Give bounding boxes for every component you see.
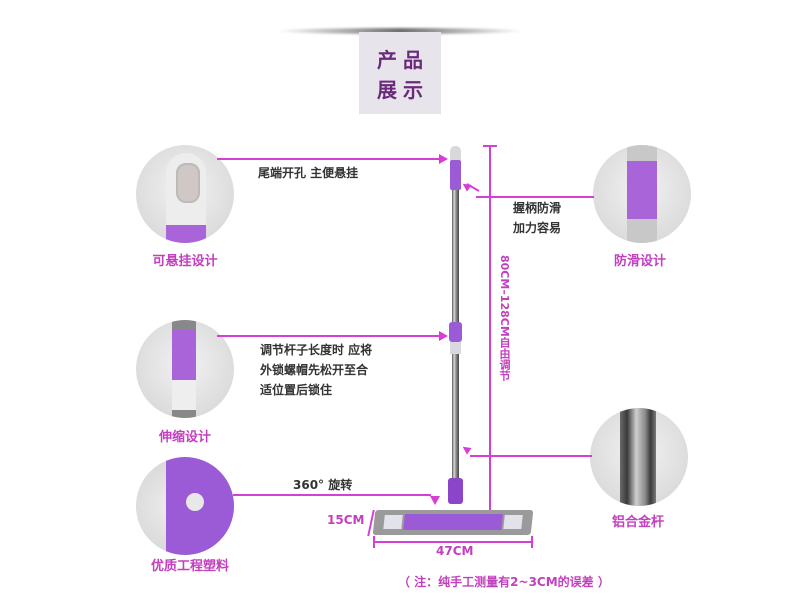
pointer-line-hanging — [217, 158, 441, 160]
feature-desc-grip-2: 加力容易 — [513, 221, 562, 235]
pole-joint — [448, 478, 463, 504]
feature-image-hanging — [136, 145, 234, 243]
pointer-line-grip — [476, 196, 594, 198]
pointer-line-telescopic — [217, 335, 441, 337]
head-width-label: 15CM — [327, 513, 365, 527]
pole-top-cap — [450, 146, 461, 160]
head-length-line — [374, 541, 532, 543]
mop-head-pad-right — [503, 515, 523, 529]
arrow-down-right-icon — [430, 496, 440, 505]
header-divider — [275, 28, 525, 34]
mop-head-frame — [403, 514, 503, 530]
grip-icon — [627, 145, 657, 243]
pole-lock-ring — [450, 342, 461, 354]
mop-head-pad-left — [383, 515, 403, 529]
pole-lock — [449, 322, 462, 342]
pole-grip — [450, 160, 461, 190]
hanging-hole-icon — [166, 153, 206, 243]
feature-caption-grip: 防滑设计 — [613, 254, 666, 269]
swivel-joint-icon — [166, 457, 234, 555]
arrow-up-left-icon — [460, 180, 472, 192]
feature-caption-aluminum: 铝合金杆 — [611, 515, 664, 530]
length-dimension-line — [489, 146, 491, 510]
title-box: 产品 展示 — [359, 32, 441, 114]
feature-caption-telescopic: 伸缩设计 — [158, 430, 211, 445]
arrow-right-icon — [439, 154, 448, 164]
feature-desc-grip-1: 握柄防滑 — [513, 201, 562, 215]
arrow-up-left-icon — [460, 443, 472, 455]
feature-image-grip — [593, 145, 691, 243]
feature-desc-swivel: 360° 旋转 — [293, 478, 353, 492]
length-dimension-cap-top — [483, 145, 497, 147]
feature-image-aluminum — [590, 408, 688, 506]
feature-image-telescopic — [136, 320, 234, 418]
feature-caption-hanging: 可悬挂设计 — [152, 254, 218, 269]
mop-head — [372, 510, 534, 535]
telescopic-lock-icon — [172, 320, 196, 418]
head-length-cap-left — [373, 536, 375, 548]
page-title-line2: 展示 — [377, 78, 429, 102]
measurement-footnote: （ 注：纯手工测量有2~3CM的误差 ） — [398, 575, 610, 589]
feature-image-swivel — [136, 457, 234, 555]
feature-desc-telescopic-2: 外锁螺帽先松开至合 — [260, 363, 369, 377]
arrow-right-icon — [439, 331, 448, 341]
page-title-line1: 产品 — [377, 48, 429, 72]
feature-desc-hanging: 尾端开孔 主便悬挂 — [258, 166, 359, 180]
head-length-label: 47CM — [436, 544, 474, 558]
feature-desc-telescopic-3: 适位置后锁住 — [260, 383, 333, 397]
pointer-line-swivel — [233, 494, 431, 496]
head-length-cap-right — [531, 536, 533, 548]
aluminum-pole-icon — [620, 408, 656, 506]
pointer-line-aluminum — [470, 455, 592, 457]
length-dimension-label: 80CM–128CM自由调节 — [498, 255, 511, 381]
feature-desc-telescopic-1: 调节杆子长度时 应将 — [260, 343, 373, 357]
feature-caption-swivel: 优质工程塑料 — [150, 559, 229, 574]
